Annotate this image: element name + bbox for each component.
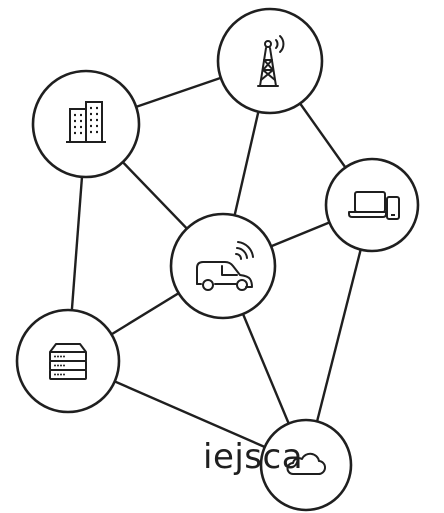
- node-cloud: [259, 418, 353, 512]
- caption-text: iejsca: [203, 437, 304, 477]
- radio-tower-icon: [257, 35, 285, 87]
- node-tower: [216, 7, 324, 115]
- laptop-phone-icon: [348, 191, 400, 220]
- office-building-icon: [66, 101, 106, 143]
- server-icon: [49, 343, 87, 380]
- node-devices: [324, 157, 420, 253]
- node-van: [169, 212, 277, 320]
- cloud-icon: [286, 452, 326, 475]
- node-building: [31, 69, 141, 179]
- connected-van-icon: [196, 241, 254, 291]
- node-server: [15, 308, 121, 414]
